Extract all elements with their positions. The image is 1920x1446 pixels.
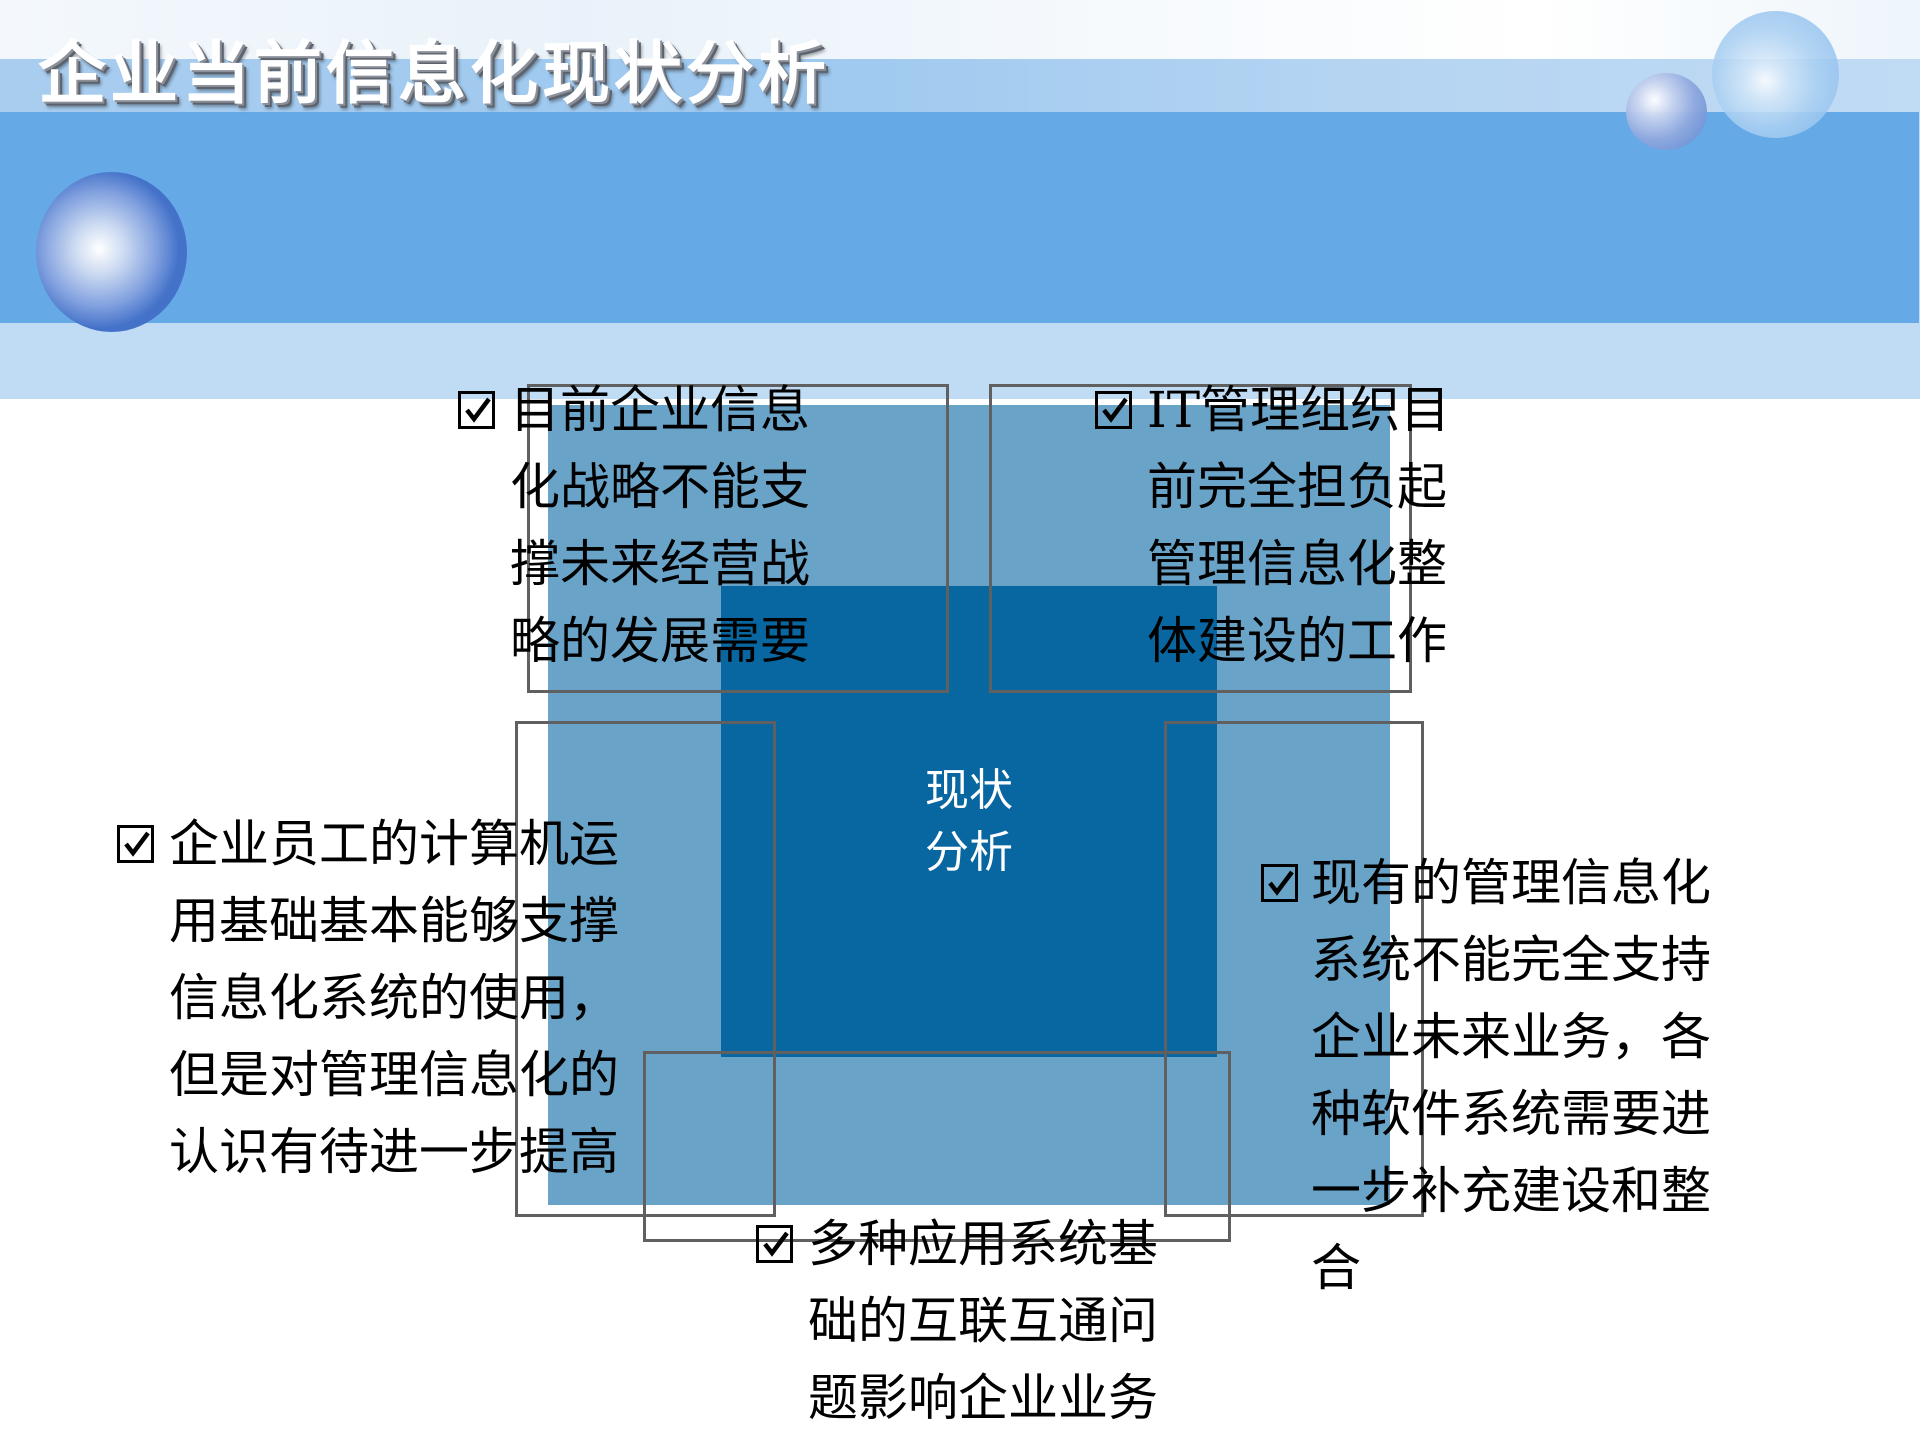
frame-top-left (527, 384, 949, 693)
bubble-decoration-large (1712, 11, 1839, 138)
item-line: 管理信息化整 (1147, 535, 1447, 593)
item-line: 题影响企业业务 (808, 1369, 1158, 1427)
item-line: 现有的管理信息化 (1311, 854, 1711, 912)
item-bottom: 多种应用系统基 础的互联互通问 题影响企业业务 (756, 1206, 1196, 1446)
item-line: 一步补充建设和整 (1311, 1162, 1711, 1220)
item-line: 合 (1311, 1239, 1361, 1297)
item-line: 前完全担负起 (1147, 458, 1447, 516)
item-line: 系统不能完全支持 (1311, 931, 1711, 989)
checked-box-icon (756, 1225, 793, 1263)
center-label-line-2: 分析 (925, 826, 1013, 878)
center-label-line-1: 现状 (925, 764, 1013, 816)
item-line: 体建设的工作 (1147, 612, 1447, 670)
center-label: 现状 分析 (721, 586, 1217, 1057)
item-line: 企业员工的计算机运 (169, 815, 619, 873)
item-line: 企业未来业务，各 (1311, 1008, 1711, 1066)
item-line: 撑未来经营战 (510, 535, 810, 593)
item-top-right: IT管理组织目 前完全担负起 管理信息化整 体建设的工作 (1095, 372, 1475, 692)
checked-box-icon (117, 825, 154, 863)
item-line: 目前企业信息 (510, 381, 810, 439)
item-top-left: 目前企业信息 化战略不能支 撑未来经营战 略的发展需要 (458, 372, 838, 692)
item-line: 略的发展需要 (510, 612, 810, 670)
item-line: 信息化系统的使用， (169, 969, 619, 1027)
item-right: 现有的管理信息化 系统不能完全支持 企业未来业务，各 种软件系统需要进 一步补充… (1261, 845, 1741, 1325)
header-mid-band (0, 112, 1919, 323)
item-line: 认识有待进一步提高 (169, 1123, 619, 1181)
bubble-decoration-left (36, 172, 187, 332)
frame-top-right (989, 384, 1412, 693)
checked-box-icon (458, 391, 495, 429)
bubble-decoration-small (1626, 73, 1707, 150)
item-left: 企业员工的计算机运 用基础基本能够支撑 信息化系统的使用， 但是对管理信息化的 … (117, 806, 657, 1206)
item-line: 础的互联互通问 (808, 1292, 1158, 1350)
checked-box-icon (1261, 864, 1298, 902)
checked-box-icon (1095, 391, 1132, 429)
header-background (0, 0, 1920, 60)
item-line: 种软件系统需要进 (1311, 1085, 1711, 1143)
center-square (721, 586, 1217, 1057)
item-line: 但是对管理信息化的 (169, 1046, 619, 1104)
item-line: IT管理组织目 (1147, 381, 1451, 439)
header-title-band (0, 59, 1920, 112)
slide-title: 企业当前信息化现状分析 (38, 35, 831, 114)
frame-right (1164, 721, 1424, 1217)
item-line: 多种应用系统基 (808, 1215, 1158, 1273)
frame-bottom (643, 1051, 1231, 1242)
item-line: 用基础基本能够支撑 (169, 892, 619, 950)
item-line: 化战略不能支 (510, 458, 810, 516)
